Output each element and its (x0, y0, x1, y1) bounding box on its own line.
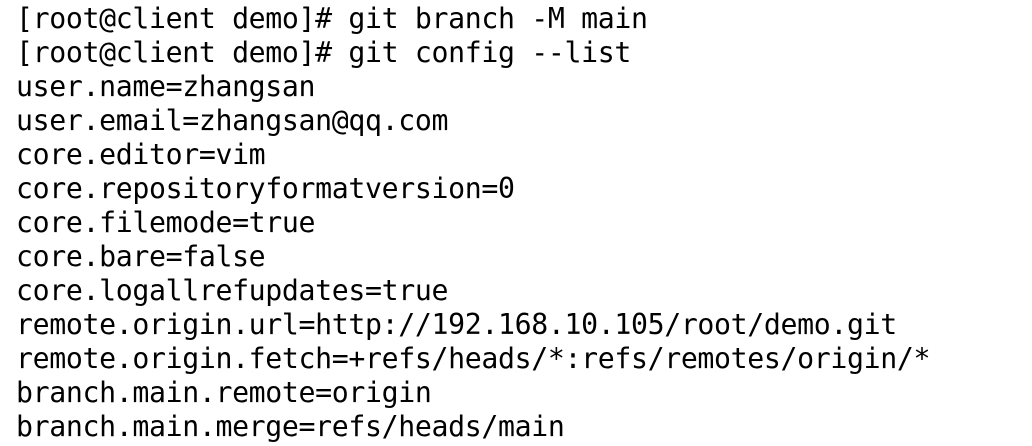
terminal-output: [root@client demo]# git branch -M main [… (16, 2, 930, 444)
output-line-user-email: user.email=zhangsan@qq.com (16, 104, 449, 137)
output-line-core-bare: core.bare=false (16, 240, 266, 273)
command-line-git-config: [root@client demo]# git config --list (16, 36, 631, 69)
output-line-branch-main-remote: branch.main.remote=origin (16, 376, 432, 409)
output-line-remote-origin-url: remote.origin.url=http://192.168.10.105/… (16, 308, 897, 341)
output-line-core-filemode: core.filemode=true (16, 206, 316, 239)
output-line-remote-origin-fetch: remote.origin.fetch=+refs/heads/*:refs/r… (16, 342, 931, 375)
output-line-user-name: user.name=zhangsan (16, 70, 316, 103)
output-line-core-logallrefupdates: core.logallrefupdates=true (16, 274, 449, 307)
output-line-core-repositoryformatversion: core.repositoryformatversion=0 (16, 172, 515, 205)
output-line-core-editor: core.editor=vim (16, 138, 266, 171)
command-line-git-branch: [root@client demo]# git branch -M main (16, 2, 648, 35)
output-line-branch-main-merge: branch.main.merge=refs/heads/main (16, 410, 565, 443)
